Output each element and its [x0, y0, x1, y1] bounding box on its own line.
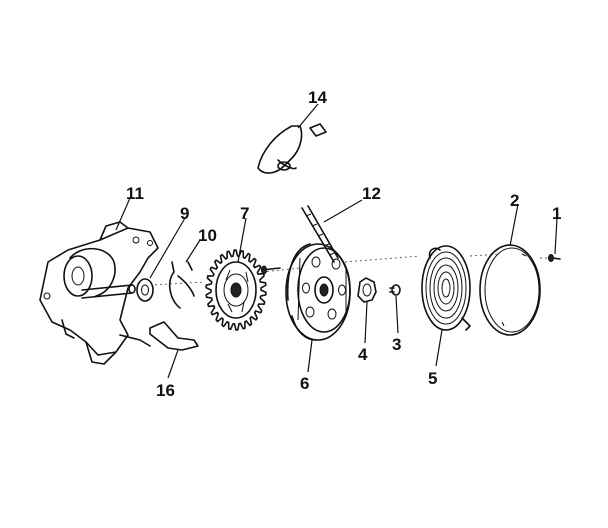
label-part-14: 14 — [308, 88, 327, 107]
label-part-12: 12 — [362, 184, 381, 203]
label-part-7: 7 — [240, 204, 249, 223]
part-3-screw — [389, 284, 401, 296]
gear-screw — [261, 265, 281, 275]
part-14-handle — [257, 123, 327, 174]
part-16-pawl — [149, 321, 199, 351]
label-part-11: 11 — [126, 184, 144, 203]
part-6-pulley — [285, 243, 351, 341]
label-part-1: 1 — [552, 204, 561, 223]
part-2-cover — [479, 244, 541, 336]
shaft — [81, 284, 136, 299]
part-12-rope — [301, 205, 339, 263]
label-part-6: 6 — [300, 374, 309, 393]
label-part-3: 3 — [392, 335, 401, 354]
label-part-4: 4 — [358, 345, 368, 364]
part-11-bracket — [39, 221, 159, 365]
part-10-spring — [168, 261, 195, 309]
part-7-gear — [205, 249, 267, 331]
part-labels: 1 2 3 4 5 6 7 9 10 11 12 14 16 — [126, 88, 561, 400]
label-part-2: 2 — [510, 191, 519, 210]
label-part-16: 16 — [156, 381, 175, 400]
part-5-recoil-spring — [421, 245, 471, 331]
part-4-nut — [357, 277, 377, 303]
part-9-washer — [136, 278, 154, 302]
label-part-9: 9 — [180, 204, 189, 223]
leader-lines — [115, 103, 558, 379]
part-1-screw — [548, 254, 561, 262]
label-part-5: 5 — [428, 369, 437, 388]
label-part-10: 10 — [198, 226, 217, 245]
